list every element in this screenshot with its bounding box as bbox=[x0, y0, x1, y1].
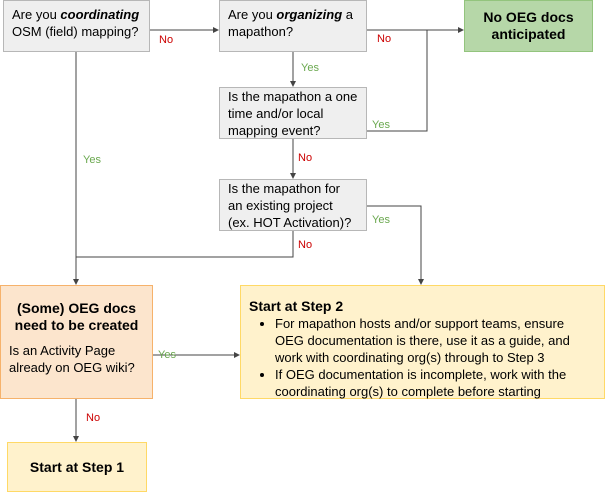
text: OSM (field) mapping? bbox=[12, 24, 139, 39]
text: Is the mapathon for an existing project … bbox=[228, 180, 352, 230]
label-no: No bbox=[298, 152, 313, 164]
node-organizing: Are you organizing a mapathon? bbox=[219, 0, 367, 52]
bullet-list: For mapathon hosts and/or support teams,… bbox=[249, 315, 596, 400]
title: (Some) OEG docs need to be created bbox=[14, 300, 139, 333]
emphasis: organizing bbox=[276, 7, 343, 22]
label-yes: Yes bbox=[83, 154, 101, 166]
label-yes: Yes bbox=[372, 119, 390, 131]
label-no: No bbox=[86, 412, 101, 424]
text: Are you bbox=[228, 7, 277, 22]
label-no: No bbox=[159, 34, 174, 46]
text: a mapathon? bbox=[228, 7, 353, 39]
node-existing: Is the mapathon for an existing project … bbox=[219, 179, 367, 231]
node-some-docs: (Some) OEG docs need to be created Is an… bbox=[0, 285, 153, 399]
bullet: If OEG documentation is incomplete, work… bbox=[275, 366, 596, 400]
edge-existing-no bbox=[76, 230, 294, 258]
text: Is the mapathon a one time and/or local … bbox=[228, 88, 358, 138]
title: Start at Step 2 bbox=[249, 298, 344, 314]
node-no-docs: No OEG docs anticipated bbox=[464, 0, 593, 52]
text: Are you bbox=[12, 7, 61, 22]
label-no: No bbox=[298, 239, 313, 251]
text: Start at Step 1 bbox=[29, 458, 125, 475]
text: No OEG docs anticipated bbox=[483, 9, 574, 42]
label-yes: Yes bbox=[158, 349, 176, 361]
node-one-time: Is the mapathon a one time and/or local … bbox=[219, 87, 367, 139]
label-no: No bbox=[377, 33, 392, 45]
question: Is an Activity Page already on OEG wiki? bbox=[9, 343, 135, 375]
emphasis: coordinating bbox=[60, 7, 140, 22]
edge-onetime-yes bbox=[367, 30, 428, 132]
bullet: For mapathon hosts and/or support teams,… bbox=[275, 315, 596, 366]
node-step2: Start at Step 2 For mapathon hosts and/o… bbox=[240, 285, 605, 399]
label-yes: Yes bbox=[372, 214, 390, 226]
label-yes: Yes bbox=[301, 62, 319, 74]
edge-existing-yes bbox=[367, 205, 424, 285]
node-step1: Start at Step 1 bbox=[7, 442, 147, 492]
